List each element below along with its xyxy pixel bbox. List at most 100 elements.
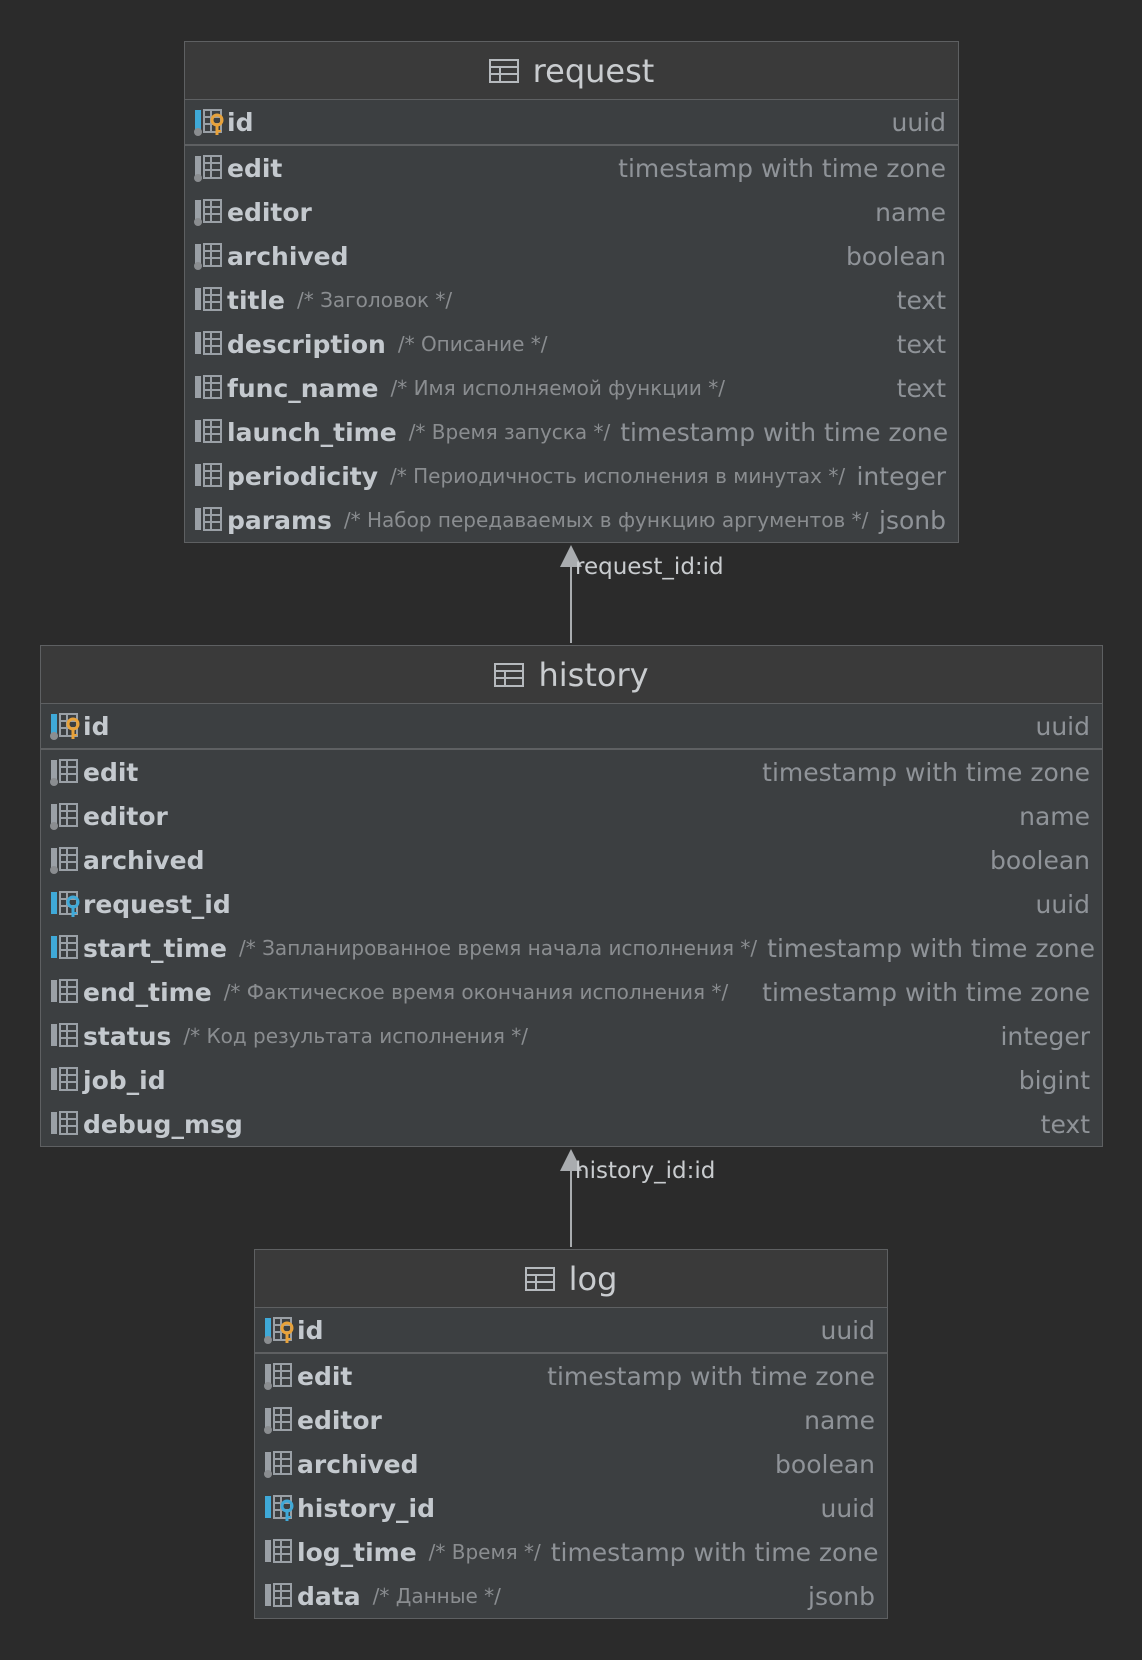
column-type: timestamp with time zone — [767, 933, 1095, 963]
column-name: id — [227, 107, 254, 137]
column-icon — [263, 1538, 297, 1566]
column-icon — [263, 1582, 297, 1610]
column-type: timestamp with time zone — [547, 1361, 875, 1391]
column-row[interactable]: edit timestamp with time zone — [41, 750, 1102, 794]
table-header[interactable]: log — [255, 1250, 887, 1308]
column-name: edit — [83, 757, 139, 787]
table-header[interactable]: history — [41, 646, 1102, 704]
inherited-column-icon — [193, 154, 227, 182]
relation-history-request[interactable] — [560, 545, 582, 643]
column-row[interactable]: params /* Набор передаваемых в функцию ар… — [185, 498, 958, 542]
column-row[interactable]: editor name — [41, 794, 1102, 838]
column-row[interactable]: title/* Заголовок */text — [185, 278, 958, 322]
column-comment: /* Запланированное время начала исполнен… — [239, 936, 758, 960]
column-row[interactable]: periodicity /* Периодичность исполнения в… — [185, 454, 958, 498]
inherited-column-icon — [263, 1450, 297, 1478]
relation-log-history[interactable] — [560, 1149, 582, 1247]
column-comment: /* Набор передаваемых в функцию аргумент… — [343, 508, 869, 532]
column-icon — [193, 462, 227, 490]
arrowhead-icon — [560, 1149, 582, 1171]
column-name: history_id — [297, 1493, 435, 1523]
column-row[interactable]: archived boolean — [255, 1442, 887, 1486]
column-name: edit — [227, 153, 283, 183]
table-name: request — [532, 51, 655, 90]
column-type: timestamp with time zone — [762, 757, 1090, 787]
column-row[interactable]: end_time/* Фактическое время окончания и… — [41, 970, 1102, 1014]
column-row[interactable]: id uuid — [255, 1308, 887, 1354]
column-row[interactable]: launch_time/* Время запуска */timestamp … — [185, 410, 958, 454]
column-name: editor — [297, 1405, 382, 1435]
column-name: periodicity — [227, 461, 379, 491]
column-name: log_time — [297, 1537, 417, 1567]
table-icon — [488, 58, 519, 83]
column-name: data — [297, 1581, 361, 1611]
column-name: archived — [227, 241, 349, 271]
column-icon — [49, 1066, 83, 1094]
inherited-column-icon — [49, 802, 83, 830]
column-icon — [193, 286, 227, 314]
table-icon — [494, 662, 525, 687]
column-row[interactable]: description/* Описание */text — [185, 322, 958, 366]
column-name: description — [227, 329, 386, 359]
column-type: integer — [856, 461, 946, 491]
table-header[interactable]: request — [185, 42, 958, 100]
column-name: editor — [83, 801, 168, 831]
column-row[interactable]: history_id uuid — [255, 1486, 887, 1530]
primary-key-icon — [193, 108, 227, 136]
column-row[interactable]: log_time/* Время */timestamp with time z… — [255, 1530, 887, 1574]
column-type: boolean — [775, 1449, 875, 1479]
column-type: uuid — [820, 1493, 875, 1523]
column-row[interactable]: start_time/* Запланированное время начал… — [41, 926, 1102, 970]
column-row[interactable]: func_name/* Имя исполняемой функции */te… — [185, 366, 958, 410]
column-icon — [193, 330, 227, 358]
inherited-column-icon — [49, 758, 83, 786]
column-comment: /* Периодичность исполнения в минутах */ — [390, 464, 846, 488]
column-type: jsonb — [808, 1581, 875, 1611]
column-name: debug_msg — [83, 1109, 243, 1139]
column-name: launch_time — [227, 417, 397, 447]
inherited-column-icon — [263, 1406, 297, 1434]
column-type: uuid — [1035, 889, 1090, 919]
column-name: id — [297, 1315, 324, 1345]
primary-key-icon — [49, 712, 83, 740]
column-name: id — [83, 711, 110, 741]
column-comment: /* Фактическое время окончания исполнени… — [223, 980, 729, 1004]
column-name: archived — [297, 1449, 419, 1479]
column-icon — [193, 418, 227, 446]
column-row[interactable]: edit timestamp with time zone — [185, 146, 958, 190]
column-icon — [193, 506, 227, 534]
column-type: uuid — [820, 1315, 875, 1345]
column-comment: /* Имя исполняемой функции */ — [390, 376, 725, 400]
column-comment: /* Код результата исполнения */ — [183, 1024, 528, 1048]
inherited-column-icon — [193, 242, 227, 270]
column-type: integer — [1000, 1021, 1090, 1051]
column-type: name — [1019, 801, 1090, 831]
column-name: title — [227, 285, 285, 315]
column-name: params — [227, 505, 332, 535]
inherited-column-icon — [49, 846, 83, 874]
table-name: log — [568, 1259, 618, 1298]
column-type: bigint — [1018, 1065, 1090, 1095]
column-type: timestamp with time zone — [550, 1537, 879, 1567]
column-row[interactable]: status/* Код результата исполнения */int… — [41, 1014, 1102, 1058]
column-row[interactable]: data/* Данные */jsonb — [255, 1574, 887, 1618]
column-name: editor — [227, 197, 312, 227]
relation-label-history: history_id:id — [575, 1158, 716, 1184]
indexed-column-icon — [49, 934, 83, 962]
column-type: timestamp with time zone — [618, 153, 946, 183]
column-type: timestamp with time zone — [620, 417, 949, 447]
inherited-column-icon — [263, 1362, 297, 1390]
